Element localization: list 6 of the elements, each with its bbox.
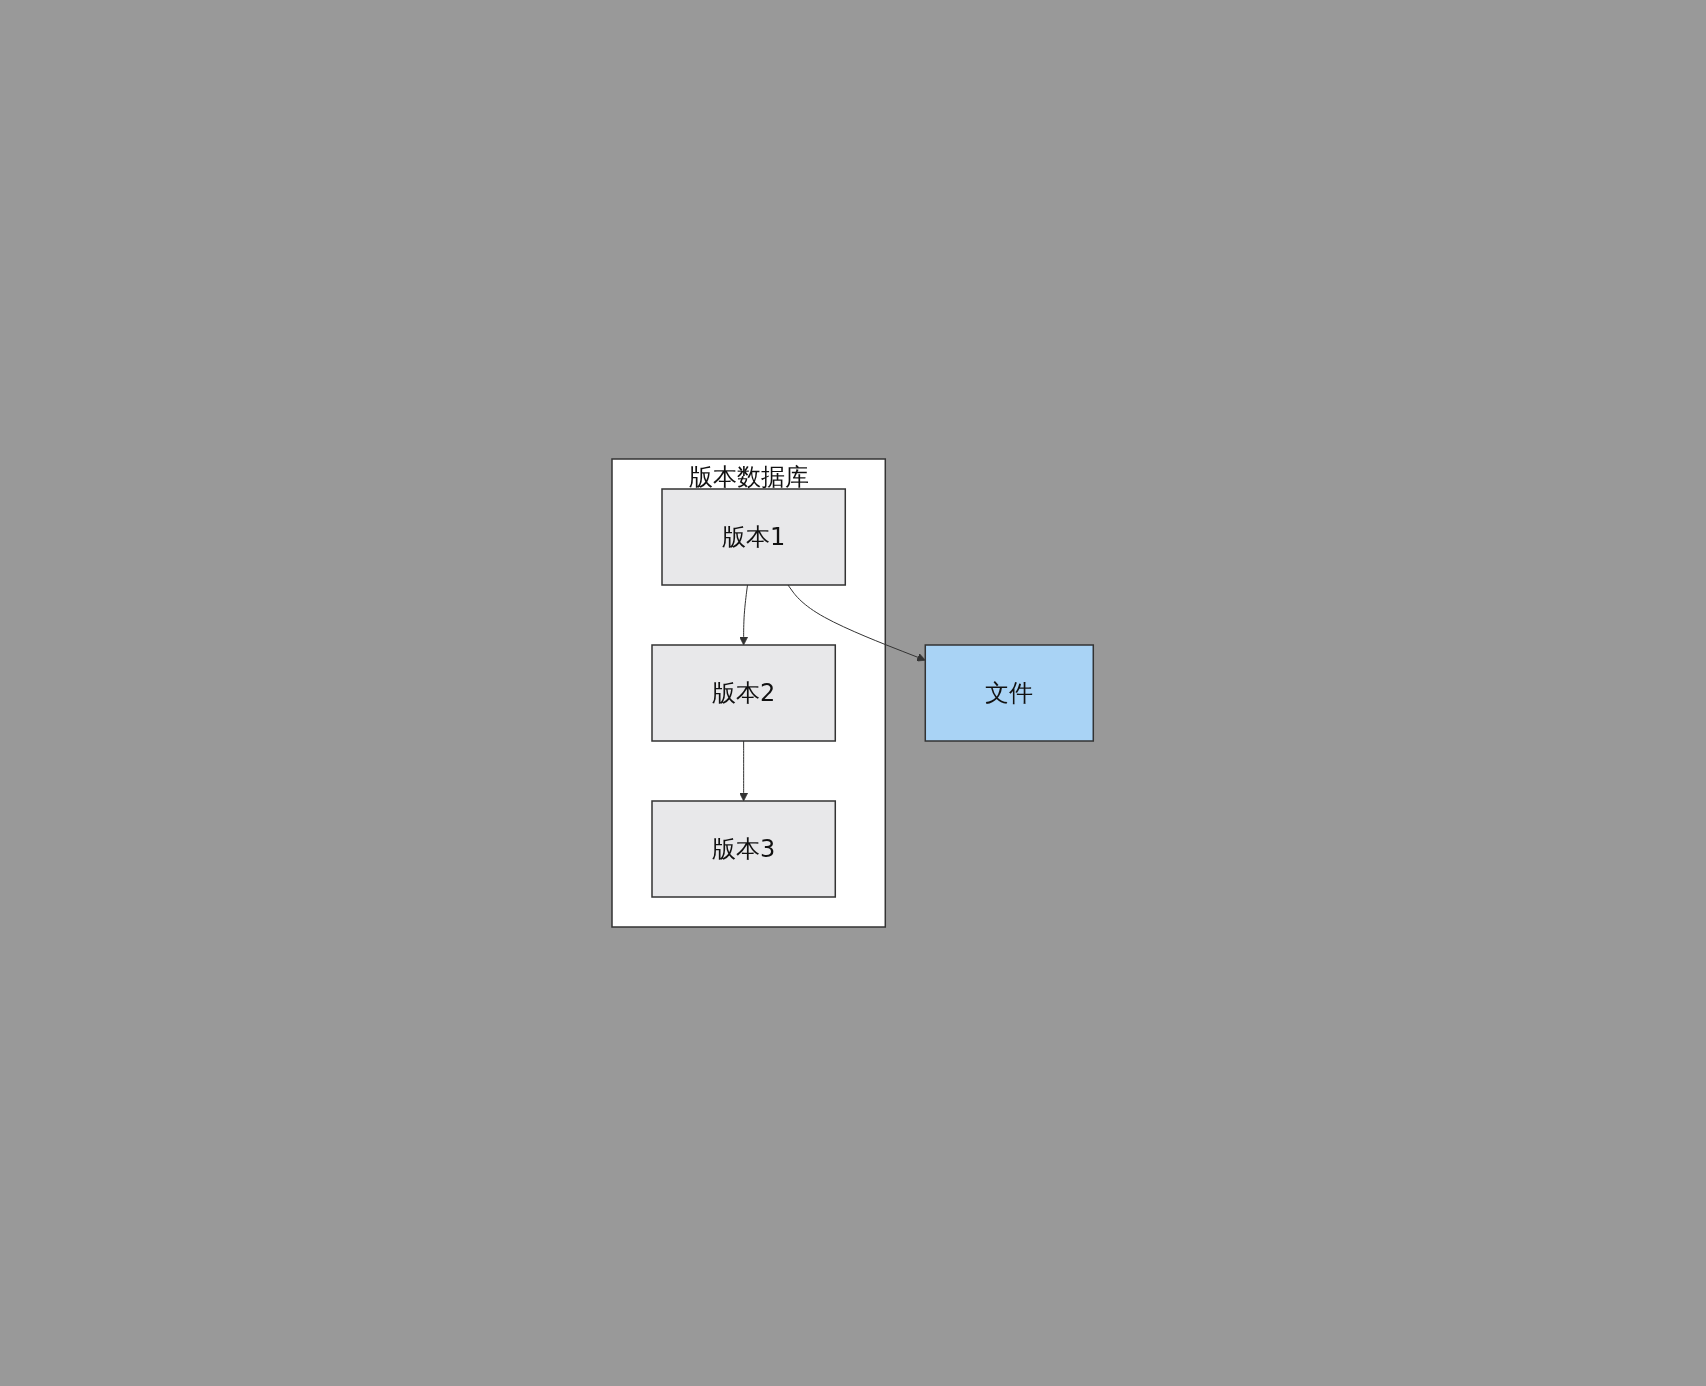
node-box: 文件 bbox=[924, 644, 1095, 742]
arrow bbox=[739, 740, 749, 802]
node-box: 版本1 bbox=[661, 488, 847, 586]
node-box: 版本3 bbox=[651, 800, 837, 898]
node-box: 版本2 bbox=[651, 644, 837, 742]
arrow bbox=[739, 584, 749, 646]
